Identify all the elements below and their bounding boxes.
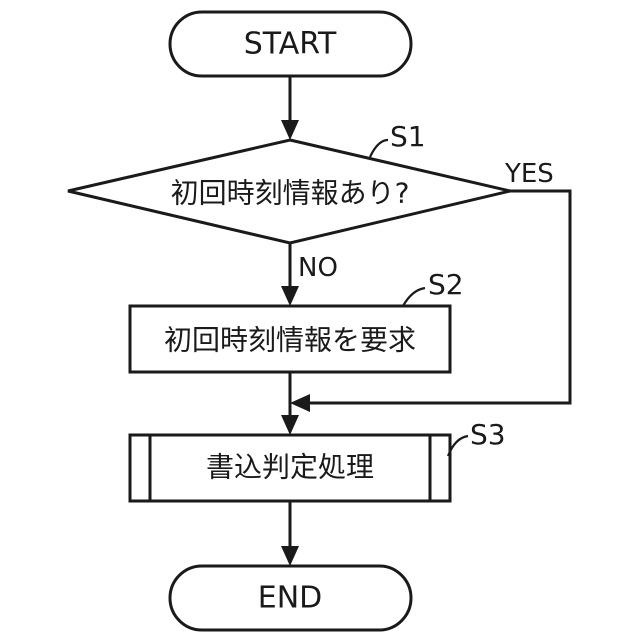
step-s1-label: S1 [390,120,426,153]
no-label: NO [298,253,338,283]
step-s3-label: S3 [470,418,506,451]
decision-label: 初回時刻情報あり? [171,177,410,210]
process-box: 初回時刻情報を要求 [130,306,450,372]
end-terminal: END [170,566,411,630]
step-s2-label: S2 [428,268,464,301]
step-s1-callout: S1 [370,120,426,157]
subprocess-box: 書込判定処理 [130,435,450,501]
yes-label: YES [504,159,554,189]
arrow-subprocess-to-end [281,501,299,566]
process-label: 初回時刻情報を要求 [164,324,416,357]
subprocess-label: 書込判定処理 [206,451,374,484]
end-label: END [258,581,323,616]
no-branch: NO [281,243,338,306]
decision-diamond: 初回時刻情報あり? [68,140,510,243]
start-label: START [244,27,337,62]
start-terminal: START [170,12,411,76]
step-s3-callout: S3 [448,418,506,456]
step-s2-callout: S2 [403,268,464,306]
arrow-start-to-decision [281,76,299,140]
